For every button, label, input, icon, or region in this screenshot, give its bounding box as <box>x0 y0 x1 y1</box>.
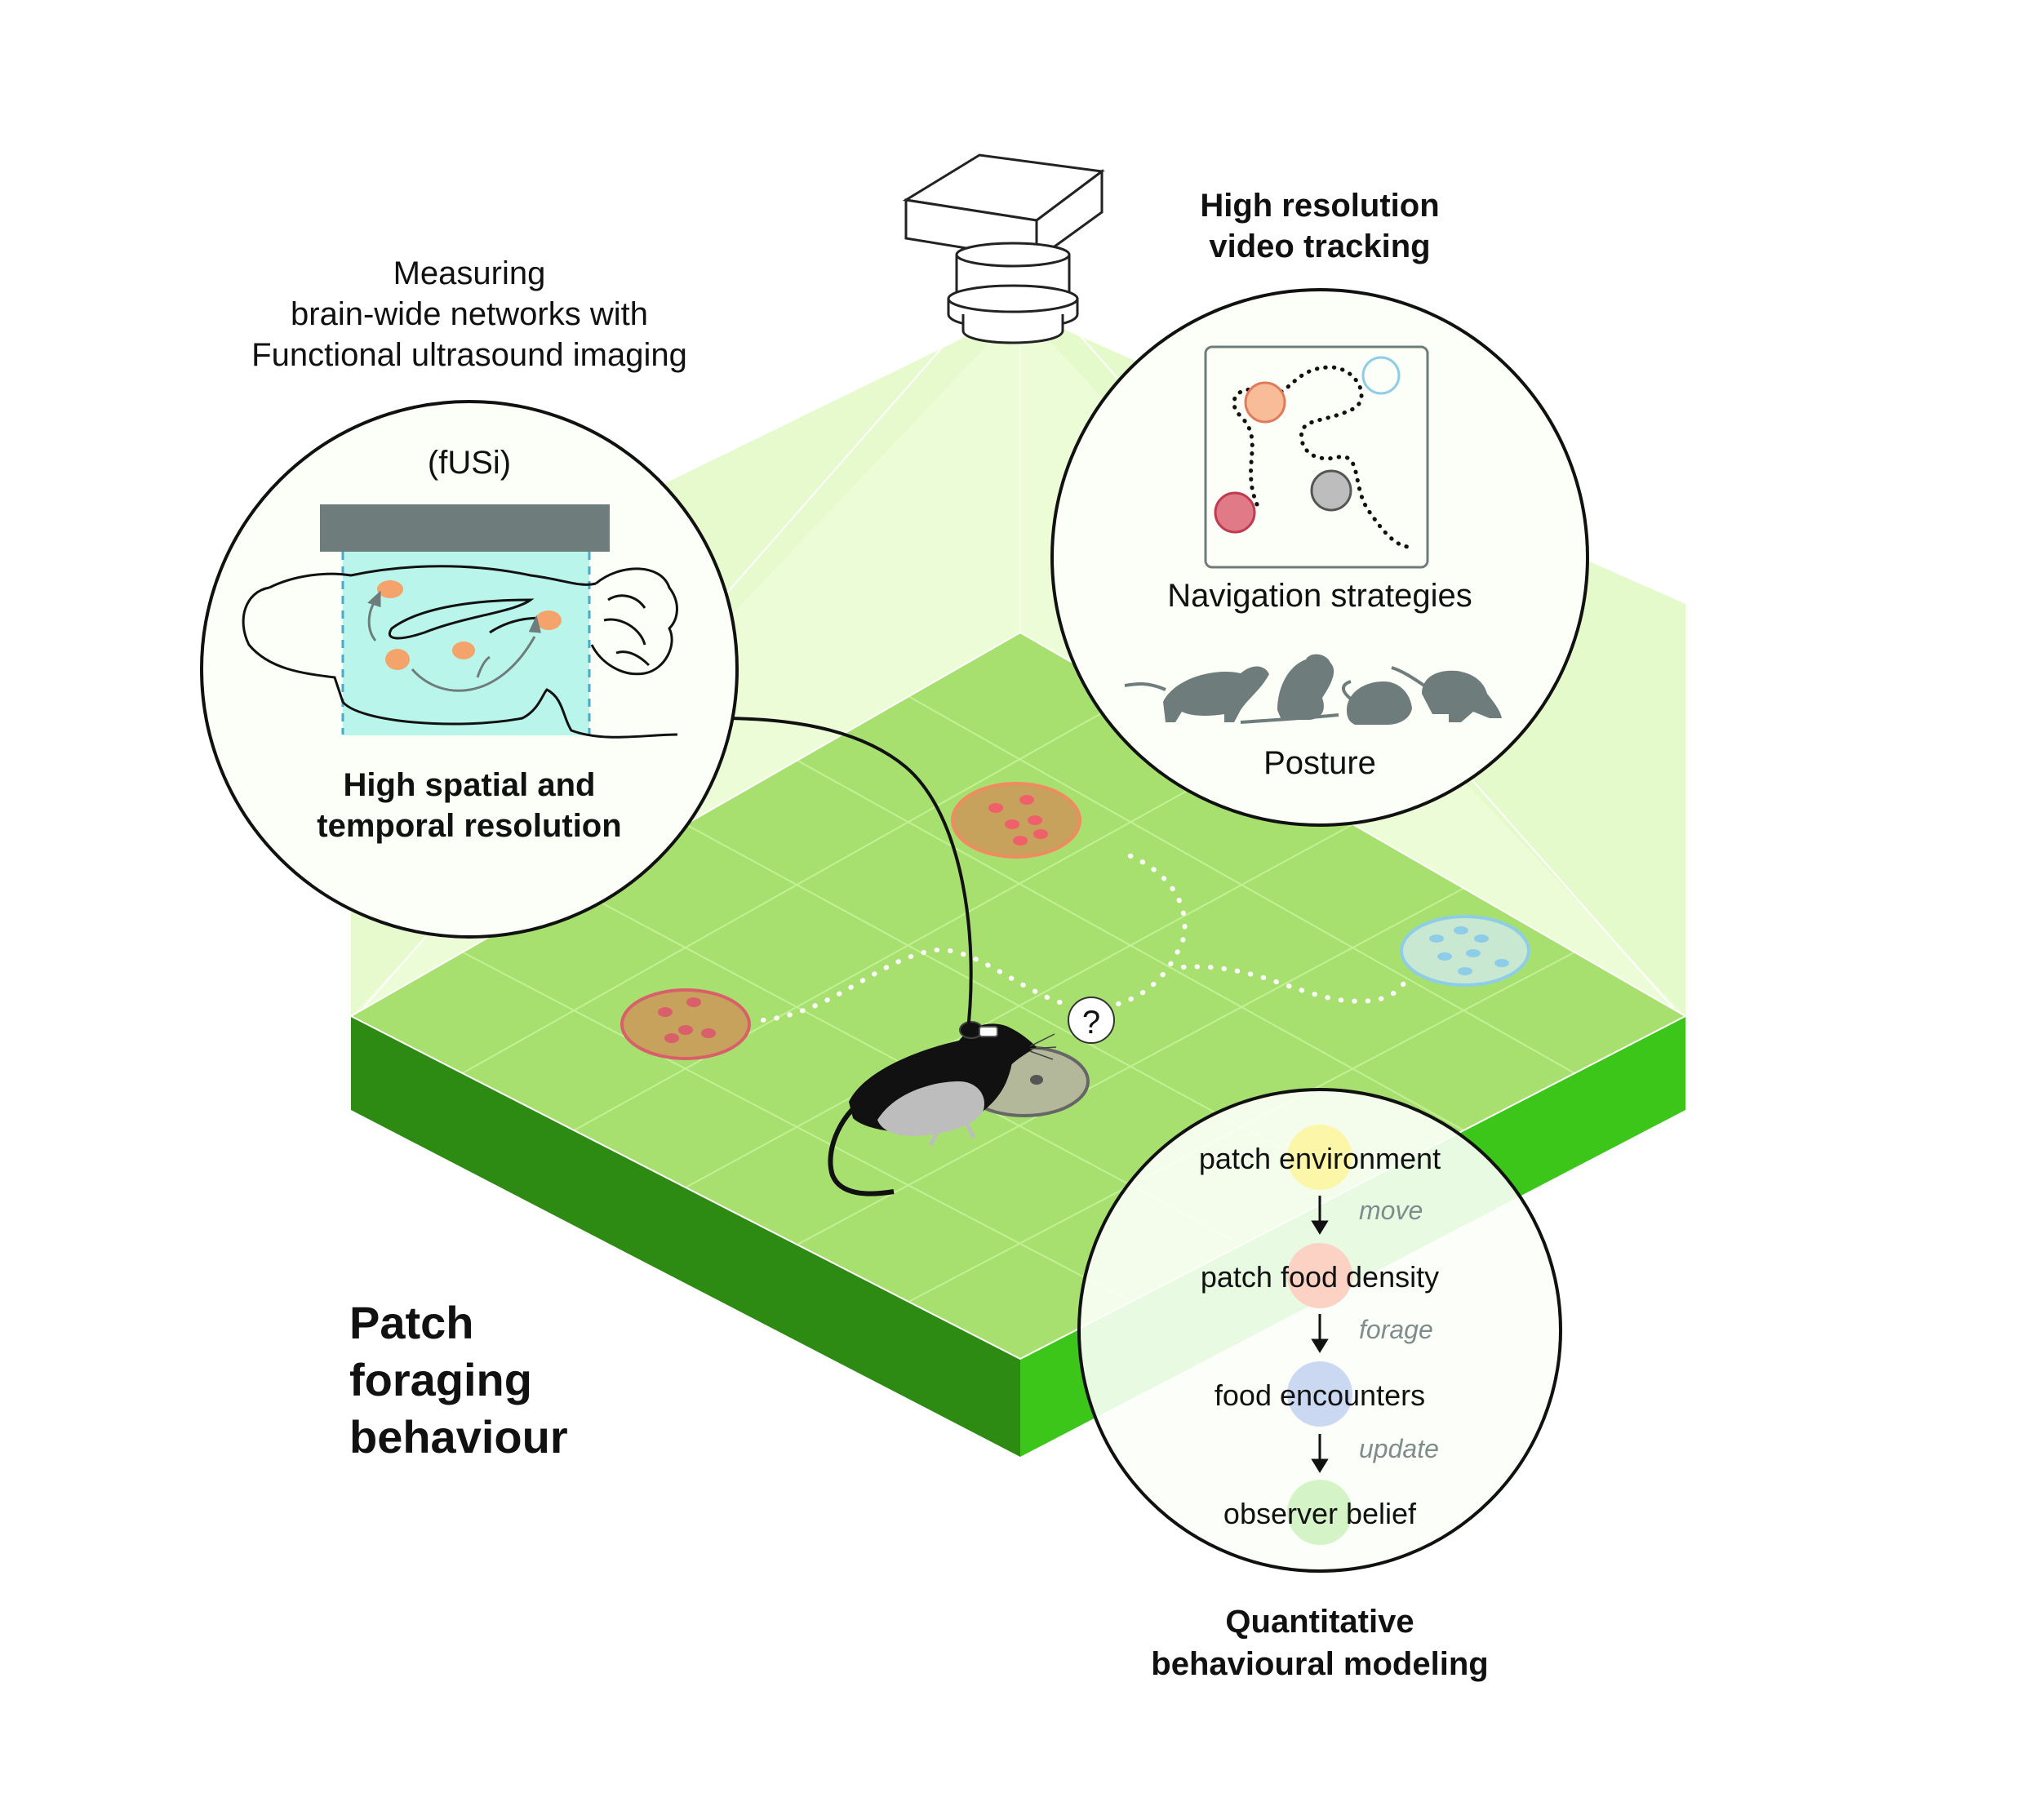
food-patch-orange <box>951 782 1081 859</box>
fusi-panel: (fUSi) High spatial and temporal resolut… <box>200 400 739 939</box>
fusi-measuring-line3: Functional ultrasound imaging <box>251 337 687 373</box>
transition-move: move <box>1359 1196 1423 1225</box>
model-step-food-encounters: food encounters <box>1215 1378 1425 1412</box>
modeling-title-line1: Quantitative <box>1225 1604 1414 1640</box>
model-arrows <box>1311 1196 1329 1473</box>
food-patch-blue <box>1400 915 1530 987</box>
transition-forage: forage <box>1359 1315 1433 1344</box>
transition-update: update <box>1359 1434 1439 1463</box>
foraging-trajectory <box>761 850 1406 1023</box>
mouse-icon <box>717 717 1057 1196</box>
arena-title-line3: behaviour <box>349 1411 568 1463</box>
question-mark: ? <box>1082 1005 1100 1041</box>
food-patch-red <box>620 988 751 1060</box>
ultrasound-probe <box>320 504 610 552</box>
model-step-observer-belief: observer belief <box>1223 1497 1417 1530</box>
tracking-arena-box <box>1204 345 1429 569</box>
navigation-strategies-label: Navigation strategies <box>1167 578 1472 614</box>
modeling-panel: patch environment patch food density foo… <box>1077 1088 1562 1573</box>
camera-icon <box>902 153 1105 344</box>
network-arrows <box>367 590 541 692</box>
fusi-resolution-line2: temporal resolution <box>317 808 621 844</box>
question-bubble: ? <box>1068 997 1115 1044</box>
model-step-patch-environment: patch environment <box>1199 1142 1441 1175</box>
arena-title-line2: foraging <box>349 1354 532 1405</box>
tracking-title-line1: High resolution <box>1200 188 1439 224</box>
fusi-measuring-line2: brain-wide networks with <box>291 296 648 332</box>
posture-rodents-icon <box>1124 654 1502 725</box>
fusi-resolution-line1: High spatial and <box>344 767 596 803</box>
tracking-title-line2: video tracking <box>1209 229 1430 264</box>
brain-sagittal-outline <box>242 565 678 739</box>
fusi-abbrev: (fUSi) <box>428 445 511 481</box>
tracking-panel: Navigation strategies Posture <box>1050 288 1589 827</box>
model-step-patch-food-density: patch food density <box>1201 1260 1439 1294</box>
modeling-title-line2: behavioural modeling <box>1151 1646 1488 1682</box>
tracking-path <box>1232 365 1412 549</box>
fusi-measuring-line1: Measuring <box>393 255 546 291</box>
arena-title-line1: Patch <box>349 1297 474 1348</box>
posture-label: Posture <box>1263 745 1376 781</box>
